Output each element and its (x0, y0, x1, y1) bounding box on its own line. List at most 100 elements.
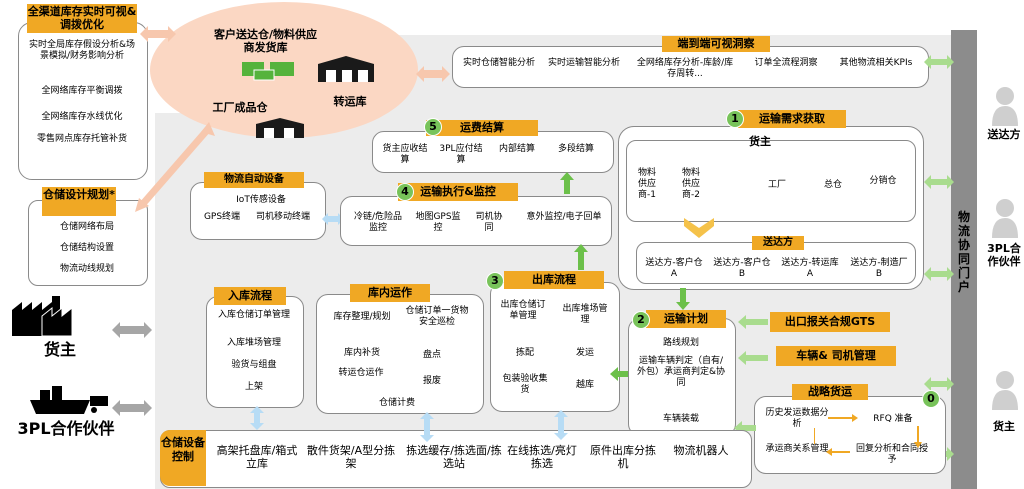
inbound-item-2: 入库堆场管理 (226, 338, 281, 348)
automation-item-1: IoT传感设备 (236, 195, 286, 205)
cargo-owner-factory-icon (12, 296, 82, 337)
plan-step-badge: 2 (632, 311, 650, 329)
strategic-item-3: 承运商关系管理 (765, 444, 829, 454)
factory-warehouse-icon (256, 118, 304, 138)
portal-arrow-4 (924, 376, 954, 391)
person-icon-1 (990, 86, 1020, 126)
control-item-2: 散件货架/A型分拣架 (306, 444, 396, 470)
cargo-owner-label: 货主 (43, 340, 76, 359)
arrow-outbound-execution (574, 244, 588, 270)
execution-item-3: 司机协同 (475, 212, 503, 233)
e2e-item-2: 实时运输智能分析 (547, 58, 620, 68)
automation-title: 物流自动设备 (204, 172, 304, 188)
inwarehouse-panel (316, 294, 484, 414)
consignee-item-2: 送达方-客户仓B (713, 258, 771, 279)
warehouse-design-item-3: 物流动线规划 (59, 264, 114, 274)
freight-item-2: 3PL应付结算 (439, 144, 483, 165)
outbound-panel (490, 282, 620, 412)
e2e-item-1: 实时仓储智能分析 (462, 58, 535, 68)
warehouse-design-item-2: 仓储结构设置 (59, 243, 114, 253)
strategic-panel (754, 396, 946, 474)
e2e-item-3: 全网络库存分析-库龄/库存周转... (636, 58, 734, 79)
execution-item-1: 冷链/危险品监控 (353, 212, 403, 233)
transfer-warehouse-icon (318, 56, 374, 82)
arrow-execution-freight (560, 172, 574, 194)
consignee-item-1: 送达方-客户仓A (645, 258, 703, 279)
shipper-item-3: 工厂 (767, 180, 786, 190)
e2e-item-5: 其他物流相关KPIs (839, 58, 913, 68)
green-truck-icon (240, 60, 298, 82)
person-icon-2 (990, 198, 1020, 238)
top-left-item-1: 实时全局库存假设分析&场景模拟/财务影响分析 (28, 40, 136, 61)
person-icon-3 (990, 370, 1020, 410)
automation-panel (190, 182, 326, 240)
outbound-item-3: 拣配 (515, 348, 534, 358)
control-panel (160, 430, 752, 488)
execution-item-4: 意外监控/电子回单 (526, 212, 602, 222)
gts-label: 出口报关合规GTS (770, 312, 890, 332)
freight-step-badge: 5 (424, 118, 442, 136)
consignee-item-4: 送达方-制造厂B (850, 258, 908, 279)
execution-item-2: 地图GPS监控 (415, 212, 461, 233)
execution-title: 运输执行&监控 (398, 183, 518, 201)
shipper-label: 货主 (749, 135, 771, 148)
strategic-step-badge: 0 (922, 390, 940, 408)
portal-arrow-1 (924, 54, 954, 69)
partner-3pl-label: 3PL合作伙伴 (17, 419, 115, 438)
arrow-3pl-panel (112, 400, 152, 416)
inbound-item-1: 入库仓储订单管理 (217, 310, 290, 320)
top-left-item-3: 全网络库存水线优化 (41, 112, 123, 122)
ellipse-customer-label: 客户送达仓/物料供应商发货库 (213, 28, 318, 54)
ellipse-factory-label: 工厂成品仓 (212, 101, 268, 114)
inwarehouse-item-6: 报废 (422, 376, 441, 386)
portal-role-1: 送达方 (987, 128, 1021, 141)
arrow-plan-outbound (610, 366, 632, 381)
top-left-item-4: 零售网点库存托管补货 (36, 134, 127, 144)
control-item-3: 拣选缓存/拣选面/拣选站 (406, 444, 502, 470)
freight-item-3: 内部结算 (498, 144, 535, 154)
e2e-title: 端到端可视洞察 (662, 36, 770, 52)
inbound-item-4: 上架 (244, 382, 263, 392)
portal-arrow-2 (924, 174, 954, 189)
automation-item-2: GPS终端 (203, 212, 241, 222)
inbound-panel (206, 296, 304, 408)
warehouse-design-item-1: 仓储网络布局 (59, 222, 114, 232)
inbound-title: 入库流程 (214, 287, 286, 305)
warehouse-design-title: 仓储设计规划* (42, 187, 116, 216)
shipper-item-2: 物料供应商-2 (681, 168, 700, 200)
ship-icon (30, 384, 108, 416)
inwarehouse-item-4: 盘点 (422, 350, 441, 360)
inwarehouse-item-1: 库存整理/规划 (333, 312, 391, 322)
fleet-label: 车辆& 司机管理 (776, 346, 896, 366)
outbound-item-4: 发运 (575, 348, 594, 358)
chevron-down-icon (684, 218, 714, 238)
arrow-inbound-control (250, 406, 264, 430)
plan-panel (628, 318, 736, 436)
top-left-item-2: 全网络库存平衡调拨 (41, 86, 123, 96)
arrow-topleft-ellipse (140, 26, 176, 42)
portal-title: 物流协同门户 (957, 210, 970, 294)
inwarehouse-title: 库内运作 (350, 284, 430, 302)
ellipse-transfer-label: 转运库 (333, 95, 367, 108)
freight-title: 运费结算 (426, 120, 538, 136)
strategic-cycle-arrows (813, 404, 934, 464)
top-left-title: 全渠道库存实时可视&调拨优化 (27, 4, 137, 33)
arrow-demand-plan (676, 288, 690, 310)
outbound-item-1: 出库仓储订单管理 (500, 300, 546, 321)
control-title: 仓储设备控制 (160, 430, 206, 486)
inbound-item-3: 验货与组盘 (231, 360, 277, 370)
arrow-cargo-panel (112, 322, 152, 338)
strategic-item-2: RFQ 准备 (873, 414, 913, 424)
arrow-ellipse-e2e (416, 66, 450, 82)
inwarehouse-item-3: 库内补货 (343, 348, 380, 358)
arrow-gts-plan (738, 314, 768, 329)
consignee-title: 送达方 (752, 236, 804, 250)
plan-title: 运输计划 (646, 310, 726, 328)
execution-step-badge: 4 (396, 183, 414, 201)
automation-item-3: 司机移动终端 (255, 212, 310, 222)
freight-panel (372, 131, 614, 173)
freight-item-4: 多段结算 (557, 144, 594, 154)
arrow-outbound-control (554, 410, 568, 440)
outbound-item-6: 越库 (575, 380, 594, 390)
